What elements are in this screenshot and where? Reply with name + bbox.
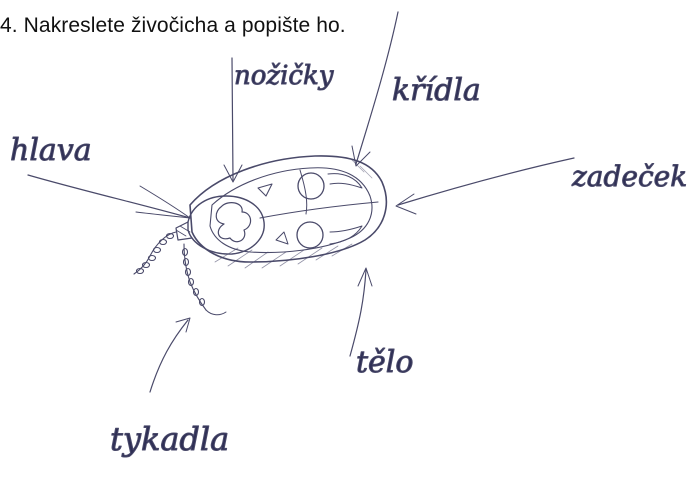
label-legs: nožičky [234, 61, 334, 91]
beetle-spots-drawing [258, 173, 362, 248]
beetle-head-drawing [176, 196, 264, 254]
label-wings: křídla [392, 73, 481, 108]
label-body: tělo [356, 345, 413, 380]
beetle-body-drawing [190, 156, 386, 268]
label-abdomen: zadeček [571, 160, 687, 193]
label-antennae: tykadla [110, 420, 229, 458]
label-head: hlava [10, 133, 92, 168]
beetle-antennae-drawing [134, 232, 226, 315]
